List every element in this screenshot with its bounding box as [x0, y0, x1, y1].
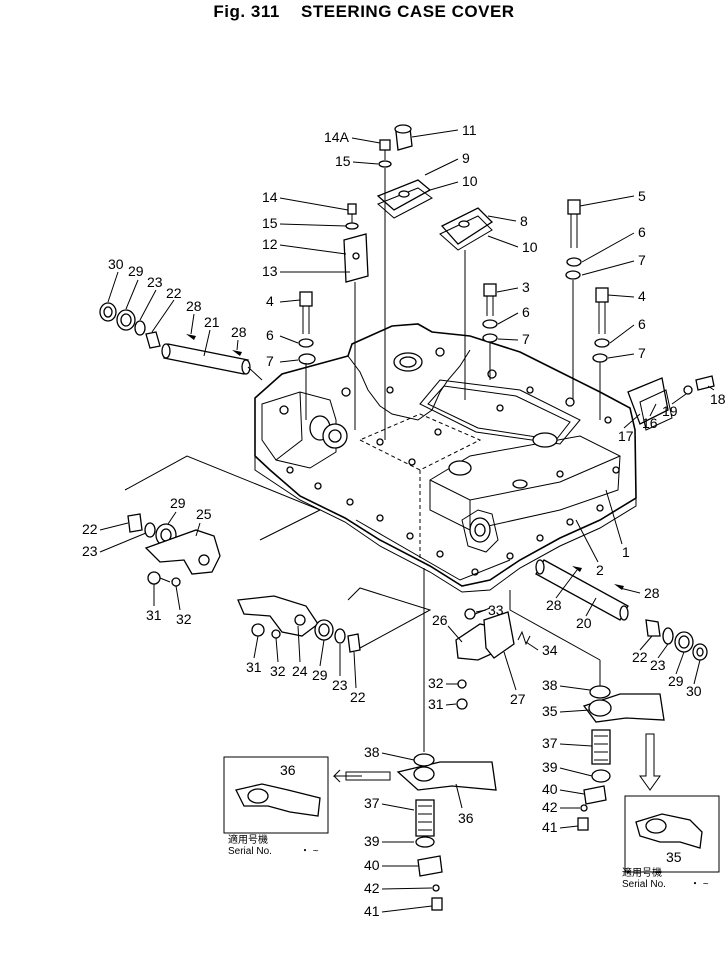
- bolts: [298, 139, 610, 440]
- lever-25-group: [127, 513, 221, 587]
- bracket-12-13: [343, 233, 369, 430]
- callout-15-top: 15: [335, 153, 351, 169]
- callout-39-r: 39: [542, 759, 558, 775]
- callout-38-l: 38: [364, 744, 380, 760]
- callout-12: 12: [262, 236, 278, 252]
- arm-36-lower: [396, 568, 497, 911]
- callout-6-r2: 6: [638, 316, 646, 332]
- callout-22-m: 22: [350, 689, 366, 705]
- callout-19: 19: [662, 403, 678, 419]
- callout-38-r: 38: [542, 677, 558, 693]
- callout-6-l: 6: [266, 327, 274, 343]
- callout-6-r1: 6: [638, 224, 646, 240]
- callout-29-m: 29: [312, 667, 328, 683]
- callout-11: 11: [462, 122, 477, 138]
- callout-27: 27: [510, 691, 526, 707]
- callout-33: 33: [488, 602, 504, 618]
- callout-18: 18: [710, 391, 726, 407]
- inset-right-jp: 適用号機: [622, 866, 662, 879]
- callout-labels: 14A 11 15 9 10 14 15 12 13 8 10 5 6 7 4 …: [82, 122, 726, 919]
- callout-16: 16: [642, 415, 658, 431]
- callout-30-top: 30: [108, 256, 124, 272]
- figure-name: STEERING CASE COVER: [301, 2, 515, 21]
- callout-29-r: 29: [668, 673, 684, 689]
- inset-left-range: ・ ~: [300, 846, 319, 857]
- callout-37-r: 37: [542, 735, 558, 751]
- callout-4-l: 4: [266, 293, 274, 309]
- callout-34: 34: [542, 642, 558, 658]
- callout-32-c: 32: [428, 675, 444, 691]
- callout-9: 9: [462, 150, 470, 166]
- callout-28-l2: 28: [231, 324, 247, 340]
- shaft-assembly-left: [99, 302, 263, 381]
- callout-35-r: 35: [542, 703, 558, 719]
- callout-3: 3: [522, 279, 530, 295]
- callout-23-top: 23: [147, 274, 163, 290]
- callout-28-r1: 28: [546, 597, 562, 613]
- yoke-26-27: [455, 607, 531, 710]
- callout-5: 5: [638, 188, 646, 204]
- callout-29-l: 29: [170, 495, 186, 511]
- case-cover-body: [254, 323, 637, 593]
- callout-13: 13: [262, 263, 278, 279]
- inset-right: [624, 795, 720, 873]
- figure-title: Fig. 311 STEERING CASE COVER: [0, 2, 728, 22]
- callout-28-r2: 28: [644, 585, 660, 601]
- callout-23-m: 23: [332, 677, 348, 693]
- callout-14: 14: [262, 189, 278, 205]
- shaft-assembly-right: [535, 559, 708, 661]
- inset-right-serial: Serial No.: [622, 879, 666, 890]
- callout-26: 26: [432, 612, 448, 628]
- callout-29-top: 29: [128, 263, 144, 279]
- figure-number: Fig. 311: [213, 2, 280, 21]
- callout-42-l: 42: [364, 880, 380, 896]
- callout-39-l: 39: [364, 833, 380, 849]
- callout-1: 1: [622, 544, 630, 560]
- callout-32-l: 32: [176, 611, 192, 627]
- inset-left-serial: Serial No.: [228, 846, 272, 857]
- callout-30-r: 30: [686, 683, 702, 699]
- inset-left: [223, 756, 391, 834]
- callout-7-r1: 7: [638, 252, 646, 268]
- callout-24: 24: [292, 663, 308, 679]
- callout-22-top: 22: [166, 285, 182, 301]
- inset-right-range: ・ ~: [690, 879, 709, 890]
- callout-22-l: 22: [82, 521, 98, 537]
- callout-10-top: 10: [462, 173, 478, 189]
- callout-31-c: 31: [428, 696, 444, 712]
- callout-35-inset: 35: [666, 849, 682, 865]
- callout-25: 25: [196, 506, 212, 522]
- callout-4-r: 4: [638, 288, 646, 304]
- callout-31-l: 31: [146, 607, 162, 623]
- callout-23-r: 23: [650, 657, 666, 673]
- callout-42-r: 42: [542, 799, 558, 815]
- callout-31-m: 31: [246, 659, 262, 675]
- callout-2: 2: [596, 562, 604, 578]
- callout-36: 36: [458, 810, 474, 826]
- callout-21: 21: [204, 314, 220, 330]
- callout-17: 17: [618, 428, 634, 444]
- callout-7-r2: 7: [638, 345, 646, 361]
- callout-32-m: 32: [270, 663, 286, 679]
- callout-7-c: 7: [522, 331, 530, 347]
- callout-41-r: 41: [542, 819, 558, 835]
- inset-left-jp: 適用号機: [228, 833, 268, 846]
- callout-41-l: 41: [364, 903, 380, 919]
- callout-10: 10: [522, 239, 538, 255]
- callout-22-r: 22: [632, 649, 648, 665]
- callout-28-l1: 28: [186, 298, 202, 314]
- callout-6-c: 6: [522, 304, 530, 320]
- callout-40-l: 40: [364, 857, 380, 873]
- callout-8: 8: [520, 213, 528, 229]
- callout-37-l: 37: [364, 795, 380, 811]
- callout-7-l: 7: [266, 353, 274, 369]
- callout-20: 20: [576, 615, 592, 631]
- arm-35-right: [509, 590, 665, 831]
- callout-14a: 14A: [324, 129, 350, 145]
- callout-40-r: 40: [542, 781, 558, 797]
- callout-36-inset: 36: [280, 762, 296, 778]
- callout-15: 15: [262, 215, 278, 231]
- callout-23-l: 23: [82, 543, 98, 559]
